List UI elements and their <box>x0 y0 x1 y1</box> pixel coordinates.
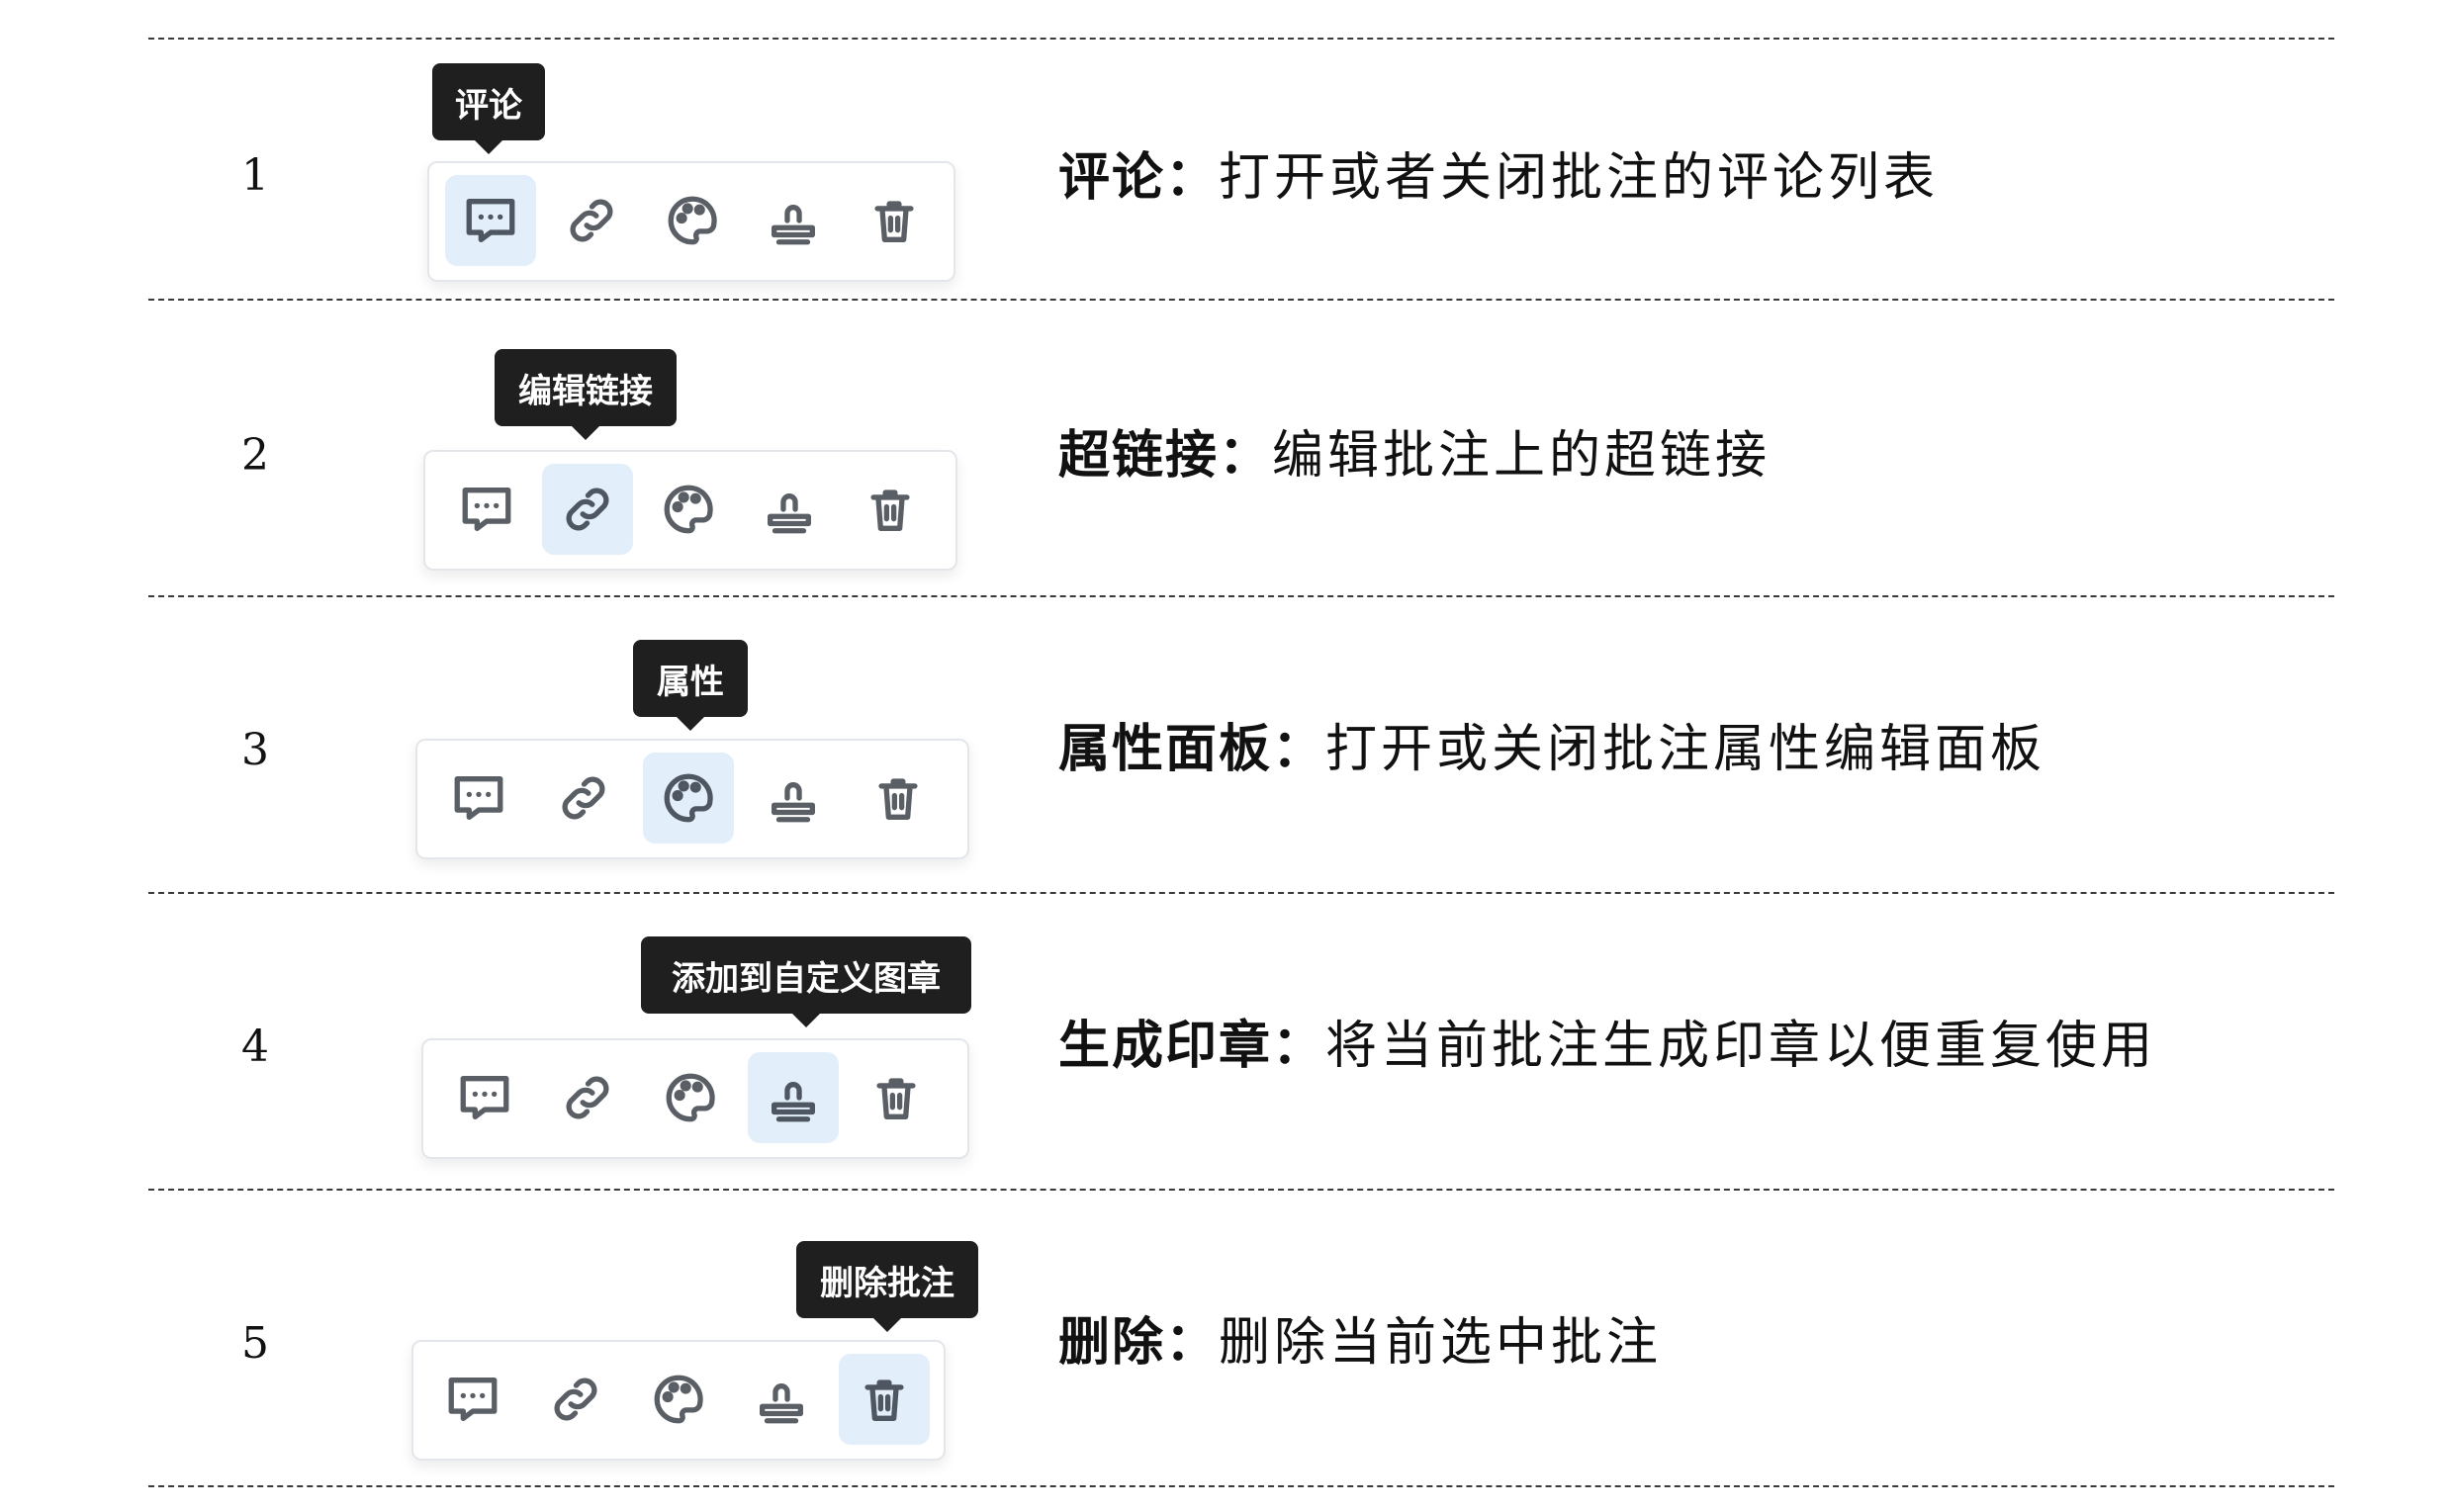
link-button[interactable] <box>530 1354 621 1445</box>
separator <box>148 1485 2334 1487</box>
row-text: 删除当前选中批注 <box>1219 1313 1663 1373</box>
row-number: 4 <box>241 1022 269 1072</box>
comment-icon <box>454 776 503 820</box>
separator <box>148 595 2334 597</box>
comment-button[interactable] <box>445 175 536 266</box>
link-icon <box>566 1076 609 1119</box>
tooltip: 删除批注 <box>796 1241 978 1332</box>
row-description: 评论：打开或者关闭批注的评论列表 <box>1058 135 1939 210</box>
comment-button[interactable] <box>427 1354 518 1445</box>
separator <box>148 38 2334 40</box>
annotation-toolbar <box>411 1340 946 1461</box>
row-description: 属性面板：打开或关闭批注属性编辑面板 <box>1058 707 2045 781</box>
row-description: 删除：删除当前选中批注 <box>1058 1300 1662 1375</box>
comment-icon <box>460 1076 509 1119</box>
trash-icon <box>876 1078 916 1119</box>
row-title: 超链接： <box>1058 425 1273 486</box>
row-title: 属性面板： <box>1058 719 1326 779</box>
table-row: 4 添加到自定义图章 生成印章：将当前批注生成印章以便重复使用 <box>148 895 2334 1192</box>
comment-button[interactable] <box>441 464 532 555</box>
row-text: 编辑批注上的超链接 <box>1272 426 1772 486</box>
properties-button[interactable] <box>645 1052 736 1143</box>
palette-icon <box>664 773 713 823</box>
link-button[interactable] <box>538 753 629 844</box>
palette-icon <box>668 196 717 245</box>
delete-button[interactable] <box>839 1354 930 1445</box>
stamp-icon <box>768 493 811 534</box>
row-description: 超链接：编辑批注上的超链接 <box>1058 413 1771 488</box>
trash-icon <box>878 778 918 820</box>
properties-button[interactable] <box>647 175 738 266</box>
comment-button[interactable] <box>439 1052 530 1143</box>
properties-button[interactable] <box>643 464 734 555</box>
stamp-button[interactable] <box>748 753 839 844</box>
annotation-toolbar <box>423 450 957 571</box>
row-title: 生成印章： <box>1058 1016 1326 1076</box>
comment-button[interactable] <box>433 753 524 844</box>
trash-icon <box>874 201 914 242</box>
table-row: 2 编辑链接 超链接：编辑批注上的超链接 <box>148 302 2334 598</box>
delete-button[interactable] <box>849 175 940 266</box>
row-text: 将当前批注生成印章以便重复使用 <box>1325 1017 2157 1076</box>
annotation-toolbar <box>421 1038 969 1159</box>
row-number: 5 <box>241 1318 269 1369</box>
palette-icon <box>666 1073 715 1122</box>
trash-icon <box>864 1379 904 1421</box>
stamp-button[interactable] <box>736 1354 827 1445</box>
stamp-button[interactable] <box>748 175 839 266</box>
row-title: 评论： <box>1058 147 1220 208</box>
link-button[interactable] <box>542 464 633 555</box>
delete-button[interactable] <box>853 753 944 844</box>
table-row: 1 评论 评论：打开或者关闭批注的评论列表 <box>148 40 2334 336</box>
table-row: 5 删除批注 删除：删除当前选中批注 <box>148 1192 2334 1488</box>
row-title: 删除： <box>1058 1312 1220 1373</box>
palette-icon <box>654 1375 703 1424</box>
tooltip: 添加到自定义图章 <box>641 936 971 1027</box>
tooltip: 评论 <box>432 63 545 154</box>
row-text: 打开或关闭批注属性编辑面板 <box>1325 720 2046 779</box>
separator <box>148 892 2334 894</box>
stamp-icon <box>760 1383 803 1424</box>
delete-button[interactable] <box>851 1052 942 1143</box>
row-number: 2 <box>241 430 269 481</box>
link-icon <box>570 199 613 242</box>
palette-icon <box>664 485 713 534</box>
stamp-button[interactable] <box>748 1052 839 1143</box>
delete-button[interactable] <box>845 464 936 555</box>
trash-icon <box>870 489 910 531</box>
row-number: 3 <box>241 725 269 775</box>
comment-icon <box>448 1378 498 1421</box>
stamp-icon <box>772 782 815 823</box>
tooltip: 属性 <box>633 640 748 731</box>
link-icon <box>566 488 609 531</box>
stamp-icon <box>772 1082 815 1122</box>
properties-button[interactable] <box>643 753 734 844</box>
comment-icon <box>466 199 515 242</box>
stamp-icon <box>772 205 815 245</box>
row-number: 1 <box>241 150 269 201</box>
link-icon <box>562 776 605 820</box>
link-icon <box>554 1378 597 1421</box>
tooltip: 编辑链接 <box>495 349 677 440</box>
stamp-button[interactable] <box>744 464 835 555</box>
annotation-toolbar <box>415 739 969 859</box>
row-text: 打开或者关闭批注的评论列表 <box>1219 148 1940 208</box>
table-row: 3 属性 属性面板：打开或关闭批注属性编辑面板 <box>148 598 2334 895</box>
separator <box>148 299 2334 301</box>
link-button[interactable] <box>542 1052 633 1143</box>
annotation-toolbar <box>427 161 955 282</box>
separator <box>148 1189 2334 1191</box>
comment-icon <box>462 488 511 531</box>
properties-button[interactable] <box>633 1354 724 1445</box>
row-description: 生成印章：将当前批注生成印章以便重复使用 <box>1058 1004 2156 1078</box>
link-button[interactable] <box>546 175 637 266</box>
